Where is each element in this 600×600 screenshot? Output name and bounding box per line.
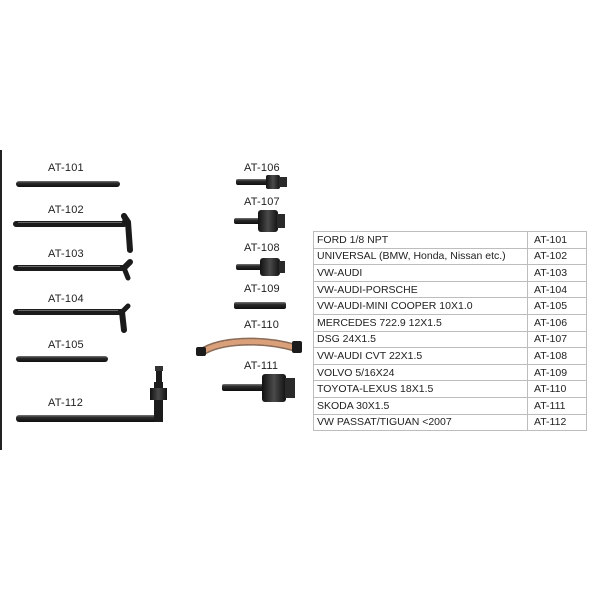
label-at-106: AT-106 — [244, 162, 280, 174]
label-at-105: AT-105 — [48, 339, 84, 351]
part-code: AT-108 — [527, 347, 587, 365]
part-description: SKODA 30X1.5 — [313, 396, 528, 415]
part-description: UNIVERSAL (BMW, Honda, Nissan etc.) — [313, 247, 528, 266]
label-at-104: AT-104 — [48, 293, 84, 305]
part-code: AT-106 — [527, 313, 587, 332]
threaded-adapter-icon — [236, 258, 285, 276]
part-description: MERCEDES 722.9 12X1.5 — [313, 313, 528, 332]
part-description: TOYOTA-LEXUS 18X1.5 — [313, 380, 528, 398]
part-description: VW-AUDI-MINI COOPER 10X1.0 — [313, 297, 528, 315]
part-code: AT-109 — [527, 363, 587, 382]
flexible-hose-icon — [196, 337, 302, 356]
part-description: VW-AUDI — [313, 264, 528, 282]
part-description: DSG 24X1.5 — [313, 330, 528, 349]
hex-adapter-icon — [234, 210, 285, 232]
part-code: AT-112 — [527, 413, 587, 432]
hook-rod-icon — [13, 259, 133, 281]
label-at-103: AT-103 — [48, 248, 84, 260]
part-code: AT-104 — [527, 280, 587, 299]
part-code: AT-110 — [527, 380, 587, 398]
table-row: UNIVERSAL (BMW, Honda, Nissan etc.)AT-10… — [313, 247, 587, 266]
t-handle-rod-icon — [16, 366, 167, 422]
part-description: VOLVO 5/16X24 — [313, 363, 528, 382]
small-adapter-icon — [236, 175, 287, 189]
label-at-109: AT-109 — [244, 283, 280, 295]
part-code: AT-105 — [527, 297, 587, 315]
label-at-102: AT-102 — [48, 204, 84, 216]
part-code: AT-103 — [527, 264, 587, 282]
part-description: VW PASSAT/TIGUAN <2007 — [313, 413, 528, 432]
part-code: AT-107 — [527, 330, 587, 349]
large-adapter-icon — [222, 374, 295, 402]
short-rod-icon — [16, 356, 108, 362]
label-at-101: AT-101 — [48, 162, 84, 174]
part-description: VW-AUDI-PORSCHE — [313, 280, 528, 299]
straight-rod-icon — [16, 181, 120, 187]
part-code: AT-111 — [527, 396, 587, 415]
l-bent-rod-icon — [13, 213, 133, 253]
label-at-107: AT-107 — [244, 196, 280, 208]
label-at-112: AT-112 — [48, 397, 84, 409]
label-at-111: AT-111 — [244, 360, 279, 372]
part-code: AT-101 — [527, 231, 587, 249]
part-description: FORD 1/8 NPT — [313, 231, 528, 249]
left-border-line — [0, 150, 2, 450]
part-code: AT-102 — [527, 247, 587, 266]
angled-rod-icon — [13, 303, 131, 333]
label-at-110: AT-110 — [244, 319, 280, 331]
plain-adapter-icon — [234, 302, 286, 309]
part-description: VW-AUDI CVT 22X1.5 — [313, 347, 528, 365]
label-at-108: AT-108 — [244, 242, 280, 254]
